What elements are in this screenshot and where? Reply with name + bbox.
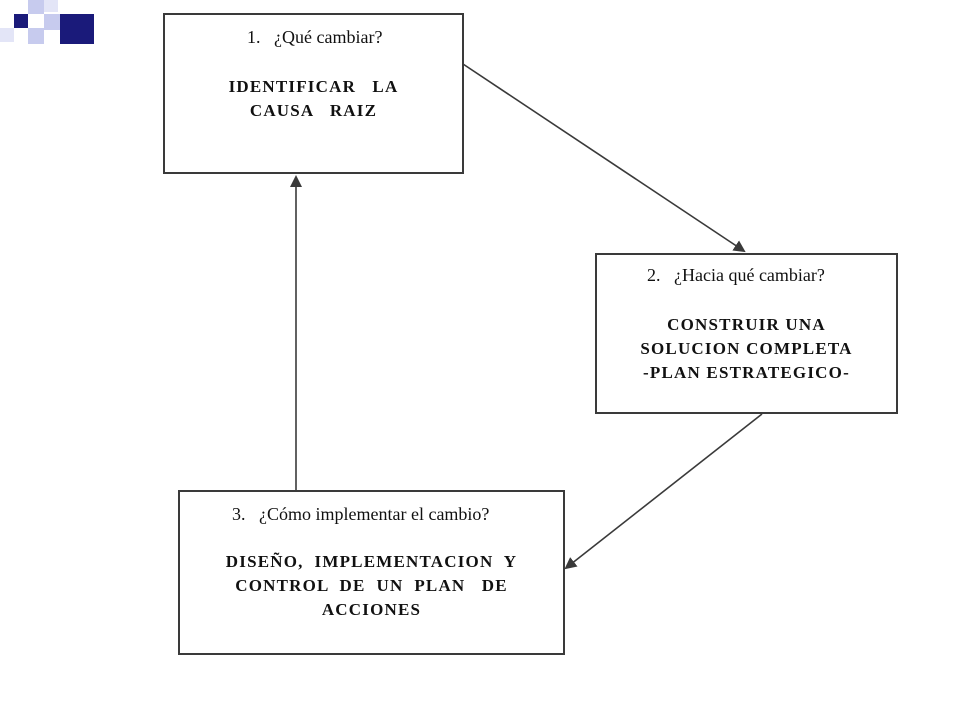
step-3-line-3: ACCIONES	[321, 600, 422, 619]
arrow-1-to-2	[462, 63, 746, 253]
step-box-2: 2. ¿Hacia qué cambiar? CONSTRUIR UNA SOL…	[595, 253, 898, 414]
step-1-question: 1. ¿Qué cambiar?	[247, 27, 383, 47]
step-1-line-1: IDENTIFICAR LA	[228, 77, 399, 96]
step-2-line-1: CONSTRUIR UNA	[667, 315, 826, 334]
step-2-question: 2. ¿Hacia qué cambiar?	[647, 265, 825, 285]
step-2-line-3: -PLAN ESTRATEGICO-	[643, 363, 850, 382]
step-2-line-2: SOLUCION COMPLETA	[640, 339, 853, 358]
corner-logo	[0, 0, 100, 60]
step-box-3: 3. ¿Cómo implementar el cambio? DISEÑO, …	[178, 490, 565, 655]
step-3-line-1: DISEÑO, IMPLEMENTACION Y	[225, 552, 518, 571]
step-3-body: DISEÑO, IMPLEMENTACION Y CONTROL DE UN P…	[180, 550, 563, 622]
arrow-2-to-3	[564, 413, 763, 570]
step-box-1: 1. ¿Qué cambiar? IDENTIFICAR LA CAUSA RA…	[163, 13, 464, 174]
step-3-line-2: CONTROL DE UN PLAN DE	[235, 576, 508, 595]
step-3-question: 3. ¿Cómo implementar el cambio?	[232, 504, 490, 524]
step-2-body: CONSTRUIR UNA SOLUCION COMPLETA -PLAN ES…	[597, 313, 896, 385]
step-1-body: IDENTIFICAR LA CAUSA RAIZ	[165, 75, 462, 123]
step-1-line-2: CAUSA RAIZ	[249, 101, 378, 120]
